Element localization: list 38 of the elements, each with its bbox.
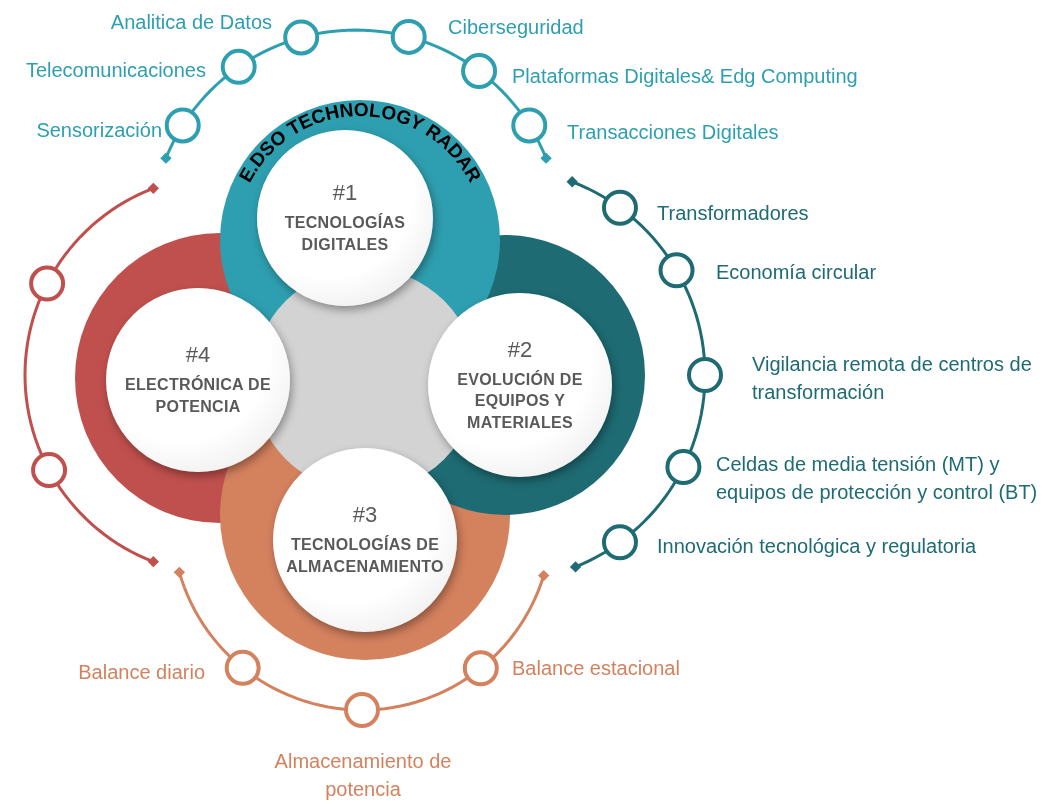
marker-circle: [511, 107, 548, 144]
marker-circle: [283, 19, 320, 56]
topic-title: ELECTRÓNICA DE POTENCIA: [124, 374, 272, 417]
marker-circle: [665, 449, 702, 486]
topic-item-label: Balance estacional: [512, 656, 680, 681]
topic-number: #3: [352, 502, 378, 529]
topic-item-label: Plataformas Digitales& Edg Computing: [512, 64, 858, 89]
topic-item-label: Ciberseguridad: [448, 15, 584, 40]
topic-title: EVOLUCIÓN DE EQUIPOS Y MATERIALES: [456, 369, 584, 433]
marker-circle: [461, 53, 498, 90]
topic-item-label: Almacenamiento de potencia: [273, 749, 453, 802]
marker-circle: [462, 650, 499, 687]
topic-item-label: Telecomunicaciones: [25, 58, 206, 83]
topic-item-label: Balance diario: [78, 660, 205, 685]
topic-item-label: Transacciones Digitales: [567, 120, 779, 145]
topic-number: #4: [185, 342, 211, 369]
topic-item-label: Analitica de Datos: [110, 10, 272, 35]
marker-circle: [687, 357, 723, 393]
marker-circle: [31, 452, 68, 489]
topic-title: TECNOLOGÍAS DE ALMACENAMIENTO: [286, 534, 444, 577]
marker-circle: [29, 265, 66, 302]
topic-item-label: Economía circular: [716, 260, 877, 285]
topic-item-label: Vigilancia remota de centros de transformación: [752, 352, 1033, 405]
topic-item-label: Transformadores: [657, 201, 809, 226]
marker-circle: [344, 692, 380, 728]
marker-circle: [220, 48, 257, 85]
marker-circle: [164, 107, 201, 144]
topic-title: TECNOLOGÍAS DIGITALES: [283, 212, 407, 255]
marker-circle: [658, 252, 695, 289]
marker-circle: [390, 18, 427, 55]
topic-number: #1: [332, 180, 358, 207]
marker-circle: [224, 649, 261, 686]
topic-item-label: Sensorización: [36, 118, 162, 143]
marker-circle: [601, 524, 638, 561]
marker-circle: [601, 189, 638, 226]
topic-number: #2: [507, 336, 533, 363]
topic-item-label: Celdas de media tensión (MT) y equipos de protección y control (BT): [716, 452, 1039, 505]
topic-item-label: Innovación tecnológica y regulatoria: [657, 534, 977, 559]
